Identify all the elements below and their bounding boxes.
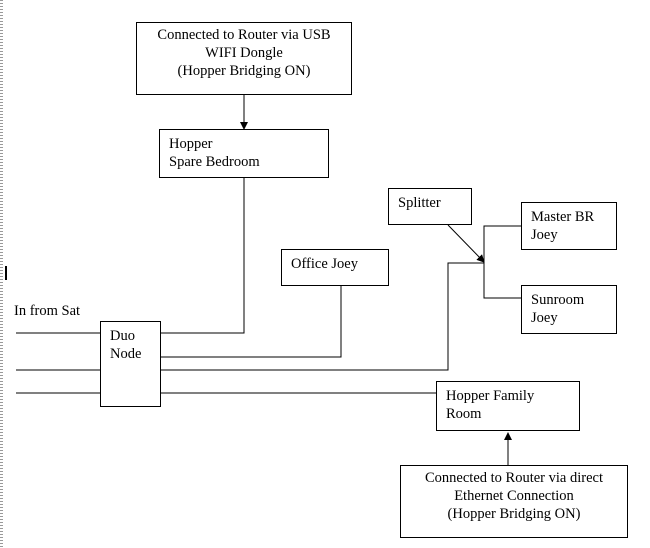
- edge-duo-node-to-splitter: [160, 262, 484, 371]
- node-router-usb: Connected to Router via USB WIFI Dongle …: [136, 22, 352, 95]
- node-text: Hopper Family: [446, 388, 535, 404]
- node-duo-node: Duo Node: [100, 321, 161, 407]
- edge-splitter-to-master-br: [483, 225, 521, 263]
- edge-splitter-arrow: [447, 224, 485, 263]
- node-text: Connected to Router via direct: [425, 470, 603, 486]
- node-text: (Hopper Bridging ON): [177, 63, 311, 79]
- node-sunroom-joey: Sunroom Joey: [521, 285, 617, 334]
- node-text: Joey: [531, 227, 558, 243]
- node-text: Splitter: [398, 195, 441, 211]
- node-splitter: Splitter: [388, 188, 472, 225]
- node-hopper-family-room: Hopper Family Room: [436, 381, 580, 431]
- node-text: Connected to Router via USB: [157, 27, 331, 43]
- page-edge: [0, 0, 3, 548]
- edge-hopper-spare-to-duo-node: [160, 178, 245, 334]
- text-cursor-marker: [5, 266, 7, 280]
- node-text: Hopper: [169, 136, 213, 152]
- node-text: Joey: [531, 310, 558, 326]
- node-text: Node: [110, 346, 142, 362]
- node-text: Spare Bedroom: [169, 154, 260, 170]
- node-text: Office Joey: [291, 256, 358, 272]
- node-text: Duo: [110, 328, 135, 344]
- node-master-br-joey: Master BR Joey: [521, 202, 617, 250]
- node-text: WIFI Dongle: [205, 45, 283, 61]
- sat-input-label: In from Sat: [14, 303, 81, 319]
- edge-splitter-to-sunroom: [483, 263, 521, 299]
- node-text: Master BR: [531, 209, 595, 225]
- node-text: Ethernet Connection: [454, 488, 574, 504]
- node-text: Room: [446, 406, 482, 422]
- node-office-joey: Office Joey: [281, 249, 389, 286]
- node-text: (Hopper Bridging ON): [447, 506, 581, 522]
- edge-office-joey-to-duo-node: [160, 286, 342, 358]
- node-hopper-spare-bedroom: Hopper Spare Bedroom: [159, 129, 329, 178]
- node-router-ethernet: Connected to Router via direct Ethernet …: [400, 465, 628, 538]
- node-text: Sunroom: [531, 292, 585, 308]
